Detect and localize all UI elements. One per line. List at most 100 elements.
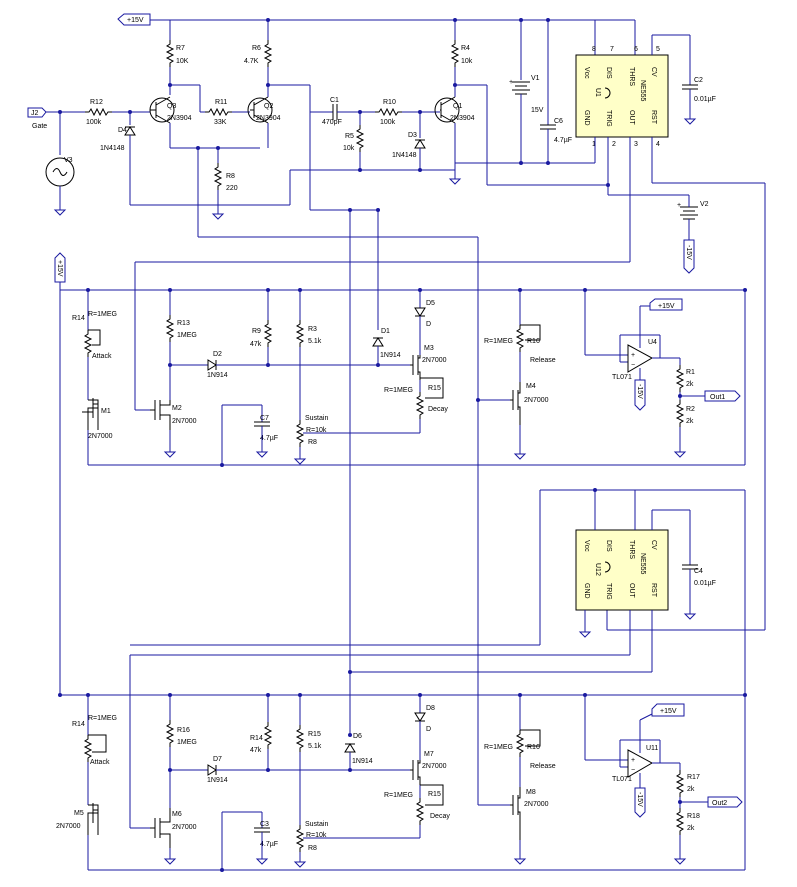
svg-text:D: D	[426, 321, 431, 328]
svg-text:7: 7	[610, 46, 614, 53]
svg-text:R5: R5	[345, 133, 354, 140]
decay-pot-2[interactable]: R15 R=1MEG Decay	[384, 784, 450, 826]
svg-text:RST: RST	[650, 583, 657, 598]
svg-text:R15: R15	[308, 731, 321, 738]
attack-pot-2[interactable]: R14 R=1MEG Attack	[72, 715, 117, 766]
svg-text:TL071: TL071	[612, 374, 632, 381]
D6-diode: D6 1N914	[344, 733, 373, 765]
svg-text:2N7000: 2N7000	[524, 801, 549, 808]
svg-text:D4: D4	[118, 127, 127, 134]
Q1-transistor: Q1 2N3904	[434, 96, 475, 124]
svg-text:1N914: 1N914	[207, 372, 228, 379]
svg-text:3: 3	[634, 141, 638, 148]
svg-text:Q2: Q2	[264, 103, 273, 110]
svg-text:470pF: 470pF	[322, 119, 342, 126]
svg-text:GND: GND	[583, 583, 590, 599]
svg-text:15V: 15V	[531, 107, 544, 114]
attack-pot-1[interactable]: R14 R=1MEG Attack	[72, 311, 117, 360]
svg-text:TL071: TL071	[612, 776, 632, 783]
svg-text:2N3904: 2N3904	[167, 115, 192, 122]
svg-text:4.7K: 4.7K	[244, 58, 259, 65]
decay-pot-1[interactable]: R15 R=1MEG Decay	[384, 377, 448, 420]
svg-text:100k: 100k	[380, 119, 396, 126]
svg-text:2N7000: 2N7000	[88, 433, 113, 440]
svg-text:R=10k: R=10k	[306, 427, 327, 434]
svg-text:Vcc: Vcc	[583, 67, 590, 79]
svg-text:2N7000: 2N7000	[172, 824, 197, 831]
svg-text:R12: R12	[90, 99, 103, 106]
svg-text:R11: R11	[215, 99, 227, 106]
svg-text:100k: 100k	[86, 119, 102, 126]
svg-text:D8: D8	[426, 705, 435, 712]
svg-text:U4: U4	[648, 339, 657, 346]
svg-text:R13: R13	[177, 320, 190, 327]
svg-text:R17: R17	[687, 774, 700, 781]
R1-resistor: R1 2k	[676, 364, 695, 393]
sustain-pot-1[interactable]: Sustain R=10k R8	[296, 415, 328, 448]
R11-resistor: R11 33K	[204, 99, 233, 126]
R12-resistor: R12 100k	[84, 99, 113, 126]
release-pot-2[interactable]: R16 R=1MEG Release	[484, 729, 556, 770]
R10-resistor: R10 100k	[374, 99, 403, 126]
svg-text:Attack: Attack	[92, 353, 112, 360]
gate-label: Gate	[32, 123, 47, 130]
svg-text:Decay: Decay	[430, 813, 450, 820]
svg-text:Q1: Q1	[453, 103, 462, 110]
svg-text:R16: R16	[527, 338, 540, 345]
svg-text:M7: M7	[424, 751, 434, 758]
svg-text:5: 5	[656, 46, 660, 53]
svg-text:-15V: -15V	[636, 384, 643, 399]
svg-text:10k: 10k	[343, 145, 355, 152]
svg-text:2k: 2k	[687, 825, 695, 832]
out1-port[interactable]: Out1	[704, 390, 741, 402]
out2-port[interactable]: Out2	[707, 796, 743, 808]
svg-text:1: 1	[592, 141, 596, 148]
svg-text:R=1MEG: R=1MEG	[88, 715, 117, 722]
svg-text:D2: D2	[213, 351, 222, 358]
gate-input-jack[interactable]: J2 Gate	[27, 107, 47, 130]
svg-text:4.7µF: 4.7µF	[260, 841, 278, 848]
svg-text:R=1MEG: R=1MEG	[484, 744, 513, 751]
svg-text:D1: D1	[381, 328, 390, 335]
svg-text:R6: R6	[252, 45, 261, 52]
svg-text:+: +	[509, 79, 513, 86]
svg-text:4.7µF: 4.7µF	[260, 435, 278, 442]
U12-555-timer: Vcc DIS THRS CV GND TRIG OUT RST U12 NE5…	[575, 529, 669, 611]
svg-text:1N4148: 1N4148	[100, 145, 125, 152]
svg-text:1MEG: 1MEG	[177, 739, 197, 746]
svg-text:-15V: -15V	[636, 792, 643, 807]
R6-resistor: R6 4.7K	[244, 39, 272, 68]
U11-opamp: + − U11 TL071	[612, 745, 658, 783]
svg-text:2N7000: 2N7000	[172, 418, 197, 425]
R9-resistor: R9 47k	[250, 319, 272, 348]
svg-text:2N7000: 2N7000	[422, 357, 447, 364]
svg-text:Release: Release	[530, 763, 556, 770]
svg-text:33K: 33K	[214, 119, 227, 126]
svg-text:2k: 2k	[686, 381, 694, 388]
svg-text:Q3: Q3	[167, 103, 176, 110]
svg-text:M2: M2	[172, 405, 182, 412]
svg-text:10K: 10K	[176, 58, 189, 65]
svg-text:U12: U12	[594, 563, 601, 576]
svg-text:2N3904: 2N3904	[256, 115, 281, 122]
svg-text:U1: U1	[594, 88, 601, 97]
svg-text:−: −	[631, 362, 635, 369]
C3-capacitor: C3 4.7µF	[254, 821, 278, 848]
svg-text:R14: R14	[72, 315, 85, 322]
D8-diode: D8 D	[414, 705, 435, 733]
svg-text:R9: R9	[252, 328, 261, 335]
svg-text:R16: R16	[527, 744, 540, 751]
svg-text:GND: GND	[583, 110, 590, 126]
svg-text:R=10k: R=10k	[306, 832, 327, 839]
u11-neg15-flag: -15V	[634, 787, 646, 818]
svg-text:NE555: NE555	[639, 80, 646, 102]
svg-text:4.7µF: 4.7µF	[554, 137, 572, 144]
sustain-pot-2[interactable]: Sustain R=10k R8	[296, 821, 328, 853]
release-pot-1[interactable]: R16 R=1MEG Release	[484, 324, 556, 364]
svg-text:M8: M8	[526, 789, 536, 796]
svg-text:Sustain: Sustain	[305, 415, 328, 422]
svg-text:6: 6	[634, 46, 638, 53]
svg-text:R18: R18	[687, 813, 700, 820]
svg-text:1N914: 1N914	[207, 777, 228, 784]
svg-text:2k: 2k	[686, 418, 694, 425]
